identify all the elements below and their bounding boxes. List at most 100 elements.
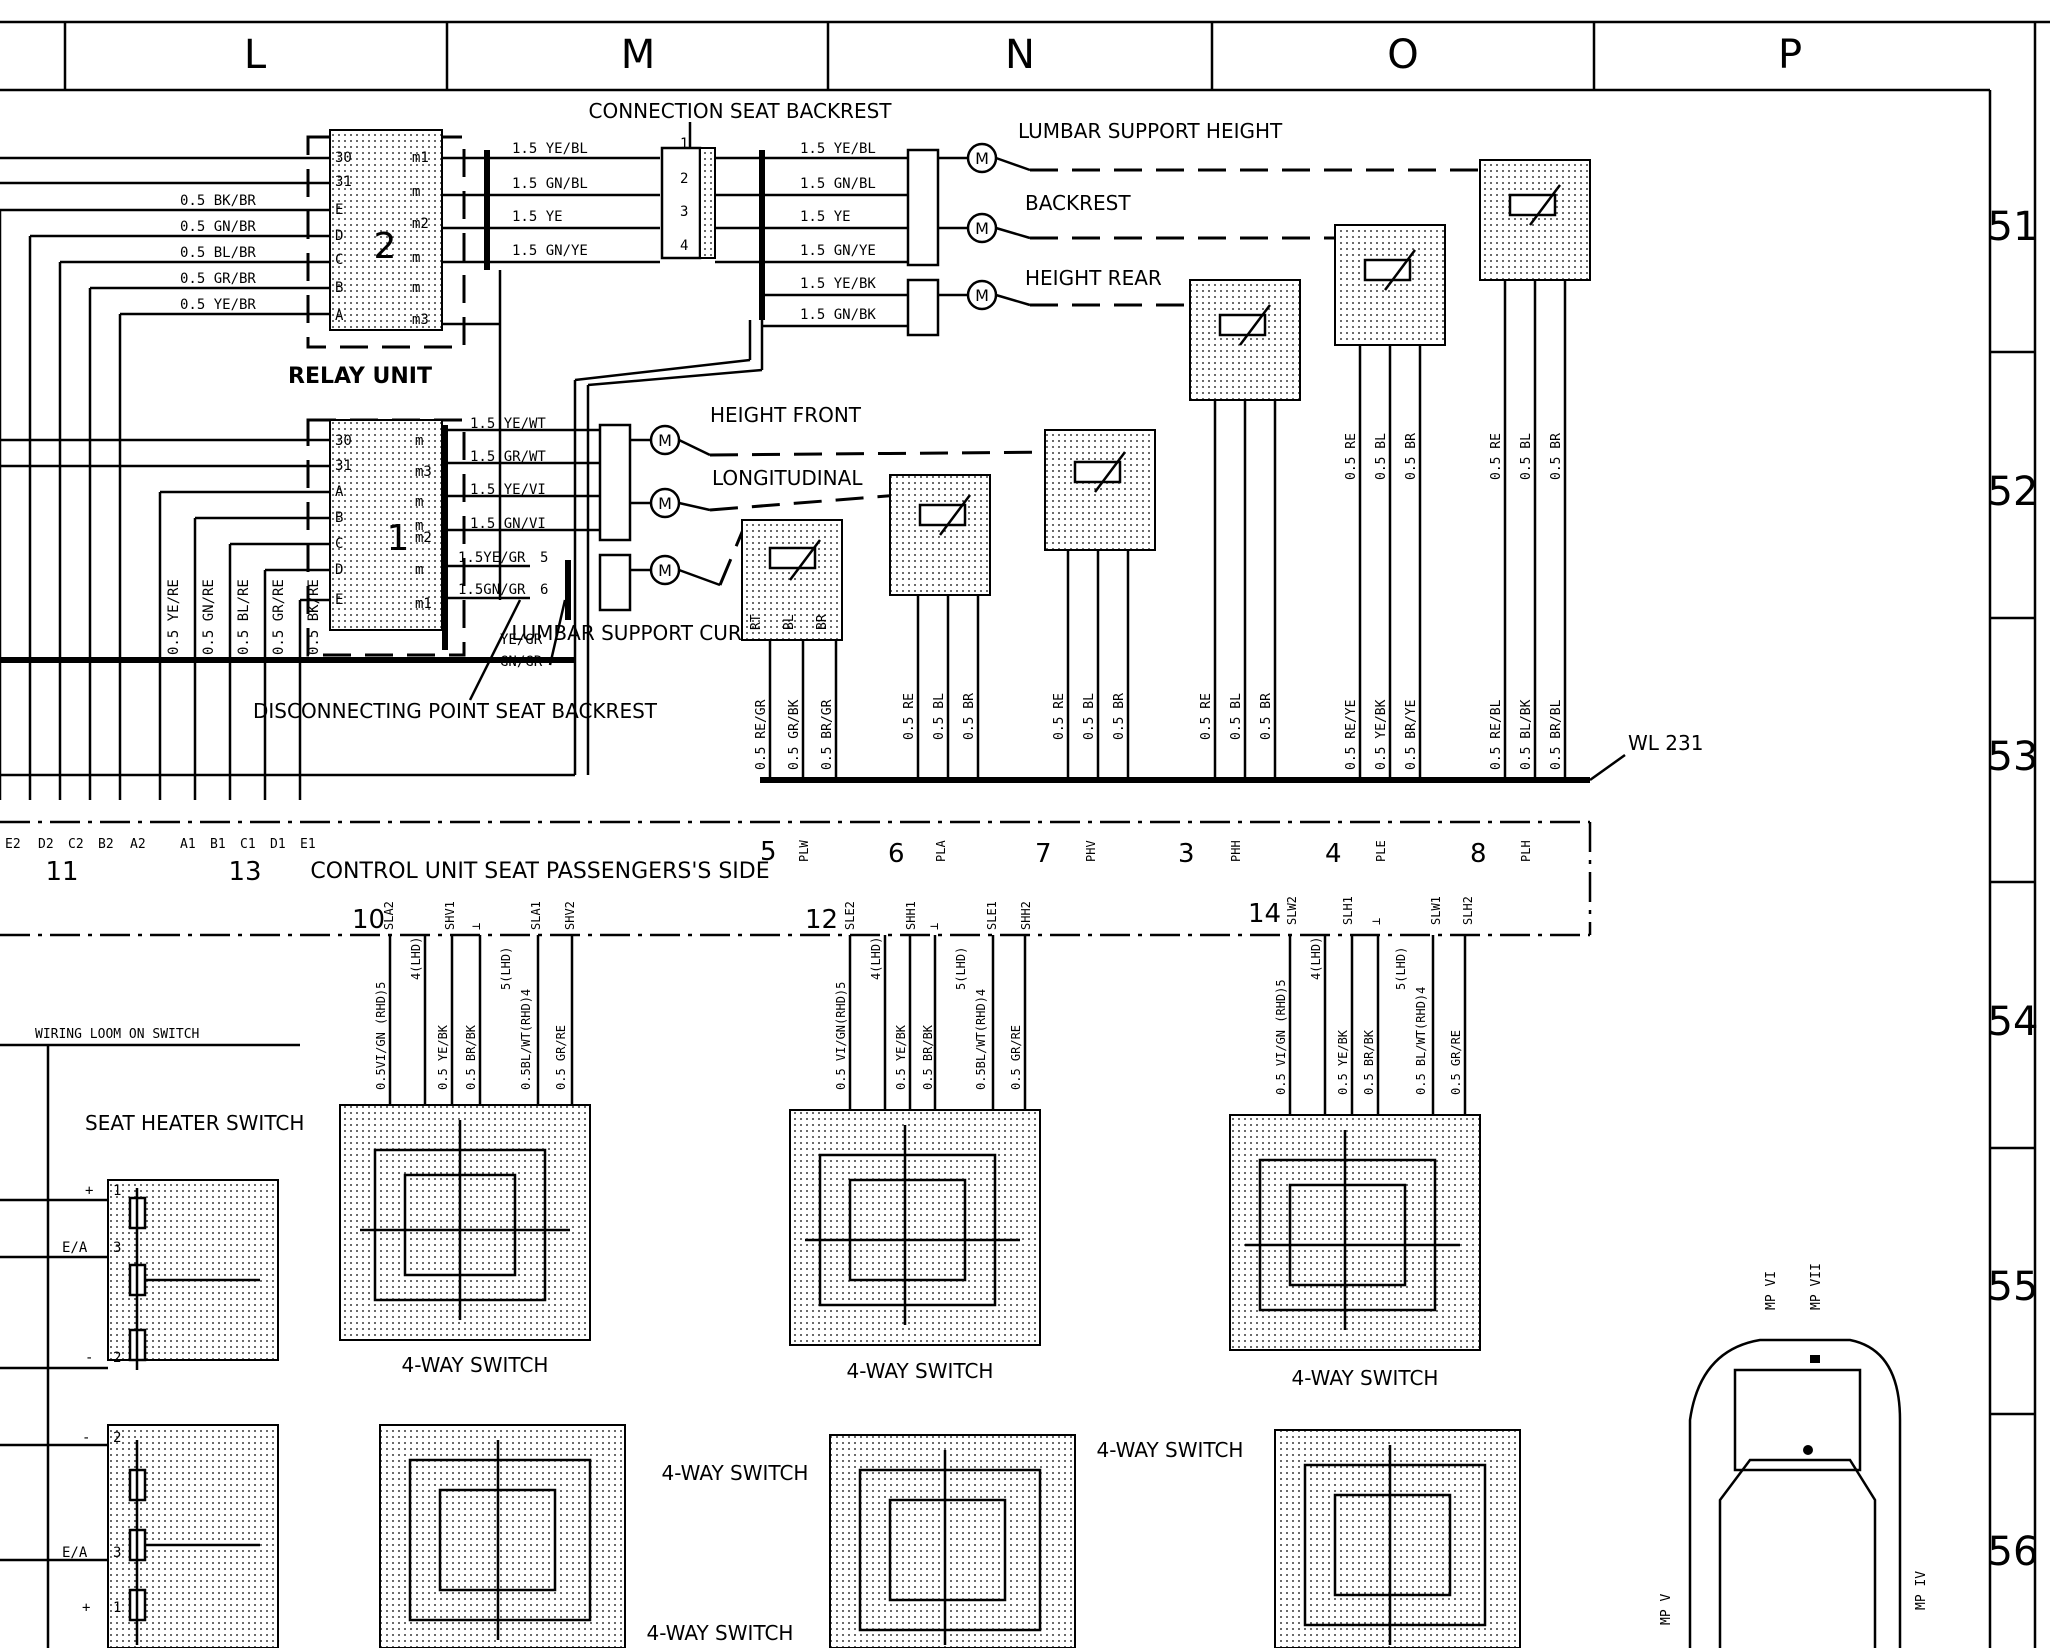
svg-text:A: A [335,484,344,500]
car-outline: MP VI MP VII MP V MP IV [1659,1263,1929,1648]
svg-text:E: E [335,202,343,218]
four-way-switches-upper: 4-WAY SWITCH 4-WAY SWITCH 4-WAY SWITCH [339,1104,1481,1390]
motor-label-height-front: HEIGHT FRONT [710,403,862,427]
svg-text:1.5 GN/BL: 1.5 GN/BL [800,176,876,192]
column-L: L [244,32,267,78]
relay-unit-2: 2 RELAY UNIT 30 31 E D C B A m1 m m2 m m… [0,129,466,800]
switch-label-6: 4-WAY SWITCH [1097,1438,1244,1462]
motor-longitudinal: M LONGITUDINAL [630,466,901,519]
svg-text:D2: D2 [38,837,54,852]
svg-text:3: 3 [113,1545,121,1561]
svg-text:B1: B1 [210,837,226,852]
svg-text:BR: BR [815,614,830,630]
relay-unit-1: 1 30 31 A B C D E m m3 m m m2 m m1 [0,418,466,800]
svg-text:1.5 GN/BL: 1.5 GN/BL [512,176,588,192]
svg-text:SLE2: SLE2 [843,901,857,930]
svg-text:m3: m3 [415,464,432,480]
svg-text:0.5 BR: 0.5 BR [1549,433,1564,480]
car-label-mp-iv: MP IV [1914,1571,1929,1610]
svg-text:3: 3 [113,1240,121,1256]
svg-text:B: B [335,280,343,296]
svg-text:0.5 BL: 0.5 BL [1374,433,1389,480]
connection-seat-backrest-title: CONNECTION SEAT BACKREST [588,99,892,123]
row-55: 55 [1988,1264,2039,1310]
svg-text:0.5 YE/BK: 0.5 YE/BK [1336,1029,1350,1095]
switch-connector-12: 12 SLE2 SHH1 ⊥ SLE1 SHH2 0.5 VI/GN(RHD)5… [805,901,1033,1110]
svg-text:4(LHD): 4(LHD) [409,937,423,980]
svg-text:1.5 GN/YE: 1.5 GN/YE [512,243,588,259]
lower-motors: M HEIGHT FRONT M LONGITUDINAL M LUMBAR S… [511,403,1061,645]
svg-text:M: M [658,431,672,450]
svg-text:0.5 GR/BR: 0.5 GR/BR [180,271,256,287]
svg-text:C2: C2 [68,837,84,852]
svg-text:0.5 VI/GN(RHD)5: 0.5 VI/GN(RHD)5 [834,982,848,1090]
svg-text:SHH2: SHH2 [1019,901,1033,930]
connector-3: 3 [1178,839,1195,869]
svg-text:5(LHD): 5(LHD) [954,947,968,990]
svg-text:SLH2: SLH2 [1461,896,1475,925]
svg-text:1.5YE/GR: 1.5YE/GR [458,550,526,566]
svg-text:0.5 YE/BK: 0.5 YE/BK [1374,699,1389,770]
svg-text:0.5 BL: 0.5 BL [1082,693,1097,740]
car-label-mp-vi: MP VI [1764,1271,1779,1310]
svg-text:0.5 RE: 0.5 RE [1344,433,1359,480]
svg-text:1.5 YE: 1.5 YE [800,209,851,225]
svg-text:SLW2: SLW2 [1285,896,1299,925]
svg-text:1: 1 [113,1183,121,1199]
switch-connector-10: 10 SLA2 SHV1 ⊥ SLA1 SHV2 0.5VI/GN (RHD)5… [352,901,577,1105]
svg-text:0.5 RE: 0.5 RE [1052,693,1067,740]
svg-text:PLH: PLH [1519,840,1533,862]
svg-text:1.5 YE/VI: 1.5 YE/VI [470,482,546,498]
svg-text:0.5 BR/BK: 0.5 BR/BK [1362,1029,1376,1095]
svg-text:2: 2 [680,171,688,187]
svg-text:E/A: E/A [62,1240,88,1256]
column-O: O [1387,32,1418,78]
svg-text:0.5 BL: 0.5 BL [932,693,947,740]
connection-seat-backrest: CONNECTION SEAT BACKREST 1 2 3 4 1.5 YE/… [588,99,920,328]
svg-text:A: A [335,308,344,324]
svg-text:SLH1: SLH1 [1341,896,1355,925]
svg-text:4(LHD): 4(LHD) [1309,937,1323,980]
wiring-loom-label: WIRING LOOM ON SWITCH [35,1027,199,1042]
svg-text:RT: RT [749,614,764,630]
svg-text:M: M [658,561,672,580]
car-label-mp-v: MP V [1659,1594,1674,1625]
svg-text:E1: E1 [300,837,316,852]
svg-text:0.5 RE/YE: 0.5 RE/YE [1344,700,1359,770]
svg-text:12: 12 [805,905,838,935]
lower-relay-outputs: 1.5 YE/WT 1.5 GR/WT 1.5 YE/VI 1.5 GN/VI … [253,416,658,723]
svg-text:0.5 BL/BK: 0.5 BL/BK [1519,699,1534,770]
column-labels: L M N O P [244,32,1802,78]
motor-label-backrest: BACKREST [1025,191,1131,215]
svg-text:D: D [335,562,343,578]
svg-text:+: + [85,1183,93,1199]
control-unit: CONTROL UNIT SEAT PASSENGERS'S SIDE 11 1… [0,820,1592,937]
svg-text:1: 1 [387,518,410,559]
svg-text:0.5 BR/BK: 0.5 BR/BK [921,1024,935,1090]
motor-lumbar-height: M LUMBAR SUPPORT HEIGHT [938,119,1283,174]
svg-text:E/A: E/A [62,1545,88,1561]
svg-text:0.5 RE/BL: 0.5 RE/BL [1489,699,1504,770]
svg-text:E: E [335,592,343,608]
svg-text:⊥: ⊥ [469,923,483,930]
svg-text:0.5 RE: 0.5 RE [1489,433,1504,480]
svg-text:YE/GR: YE/GR [500,632,543,648]
connector-11: 11 [45,857,78,887]
svg-text:14: 14 [1248,899,1281,929]
svg-text:1.5 GN/VI: 1.5 GN/VI [470,516,546,532]
motor-backrest: M BACKREST [938,191,1131,244]
seat-heater-switch-label: SEAT HEATER SWITCH [85,1111,304,1135]
switch-label-2: 4-WAY SWITCH [847,1359,994,1383]
svg-text:1.5 YE/BL: 1.5 YE/BL [512,141,588,157]
svg-text:-: - [85,1350,93,1366]
svg-text:m: m [412,280,420,296]
svg-text:PHV: PHV [1084,840,1098,862]
svg-text:0.5 BL: 0.5 BL [1229,693,1244,740]
svg-text:6: 6 [540,582,548,598]
connector-13: 13 [228,857,261,887]
svg-text:E2: E2 [5,837,21,852]
svg-text:0.5VI/GN (RHD)5: 0.5VI/GN (RHD)5 [374,982,388,1090]
svg-text:⊥: ⊥ [927,923,941,930]
svg-text:0.5 BR: 0.5 BR [962,693,977,740]
